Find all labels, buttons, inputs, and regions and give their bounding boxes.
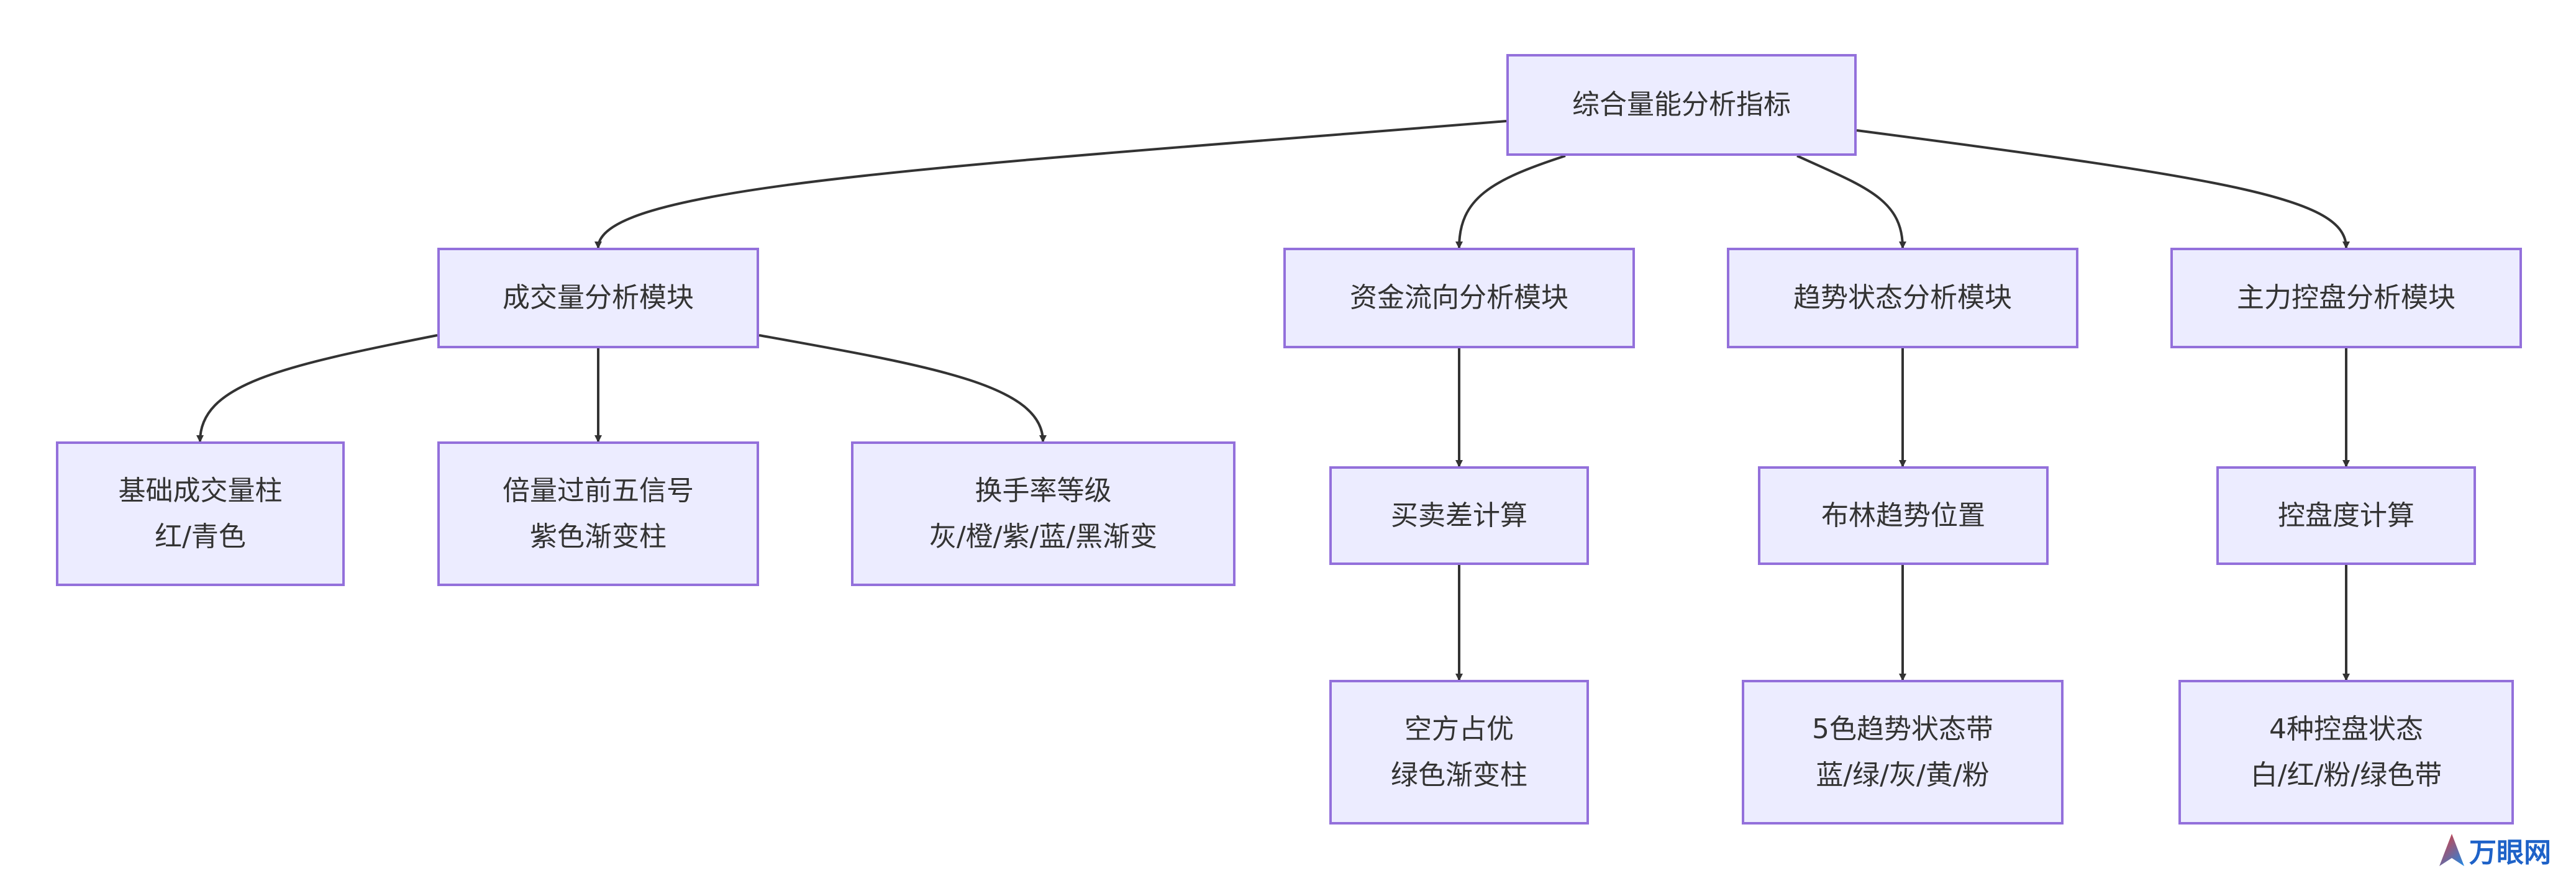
node-sublabel: 白/红/粉/绿色带 <box>2250 759 2442 791</box>
node-basic-volume: 基础成交量柱红/青色 <box>56 441 345 586</box>
edge-root-flow <box>1455 155 1566 249</box>
node-turnover: 换手率等级灰/橙/紫/蓝/黑渐变 <box>851 441 1236 586</box>
node-label: 成交量分析模块 <box>503 282 694 314</box>
node-label: 4种控盘状态 <box>2269 713 2423 745</box>
edge-root-control <box>1856 129 2350 249</box>
module-flow: 资金流向分析模块 <box>1283 248 1635 348</box>
node-label: 趋势状态分析模块 <box>1793 282 2012 314</box>
node-sublabel: 绿色渐变柱 <box>1391 759 1527 791</box>
node-control-calc: 控盘度计算 <box>2216 466 2476 565</box>
node-sublabel: 红/青色 <box>155 520 246 553</box>
edge-volume-basic <box>196 334 438 443</box>
module-volume: 成交量分析模块 <box>437 248 759 348</box>
node-label: 5色趋势状态带 <box>1812 713 1993 745</box>
root-node: 综合量能分析指标 <box>1506 54 1857 156</box>
node-double-volume: 倍量过前五信号紫色渐变柱 <box>437 441 759 586</box>
node-label: 买卖差计算 <box>1391 499 1527 531</box>
node-flow-result: 空方占优绿色渐变柱 <box>1329 680 1589 825</box>
node-label: 倍量过前五信号 <box>503 474 694 507</box>
watermark-logo: 万眼网 <box>2439 830 2551 870</box>
logo-icon <box>2439 834 2464 866</box>
node-label: 综合量能分析指标 <box>1572 89 1791 120</box>
node-sublabel: 蓝/绿/灰/黄/粉 <box>1816 759 1990 791</box>
node-label: 换手率等级 <box>975 474 1112 507</box>
node-label: 布林趋势位置 <box>1821 499 1985 531</box>
edge-root-volume <box>594 120 1507 249</box>
logo-text: 万眼网 <box>2469 837 2551 869</box>
node-label: 控盘度计算 <box>2278 499 2414 531</box>
edge-volume-turnover <box>758 334 1047 443</box>
node-sublabel: 灰/橙/紫/蓝/黑渐变 <box>929 520 1158 553</box>
node-trend-calc: 布林趋势位置 <box>1758 466 2049 565</box>
node-trend-result: 5色趋势状态带蓝/绿/灰/黄/粉 <box>1742 680 2064 825</box>
node-label: 资金流向分析模块 <box>1350 282 1568 314</box>
node-label: 基础成交量柱 <box>118 474 283 507</box>
node-label: 主力控盘分析模块 <box>2237 282 2455 314</box>
edge-root-trend <box>1796 155 1906 249</box>
module-control: 主力控盘分析模块 <box>2170 248 2522 348</box>
node-control-result: 4种控盘状态白/红/粉/绿色带 <box>2178 680 2514 825</box>
node-flow-calc: 买卖差计算 <box>1329 466 1589 565</box>
node-label: 空方占优 <box>1404 713 1514 745</box>
node-sublabel: 紫色渐变柱 <box>530 520 667 553</box>
module-trend: 趋势状态分析模块 <box>1727 248 2078 348</box>
